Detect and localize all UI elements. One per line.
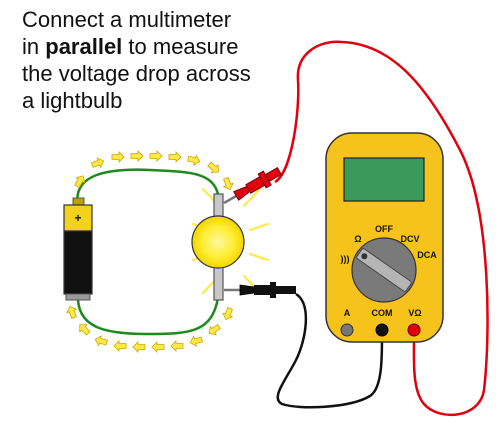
- current-arrow-icon: [208, 323, 221, 336]
- circuit-wire-top: [76, 168, 220, 207]
- caption-line-1: Connect a multimeter: [22, 7, 232, 32]
- battery-terminal-bottom: [65, 293, 91, 301]
- current-arrows-top: [74, 150, 234, 191]
- current-arrow-icon: [94, 335, 108, 347]
- current-arrow-icon: [189, 335, 203, 347]
- jack-label-v-ohm: VΩ: [408, 308, 421, 318]
- current-arrow-icon: [187, 154, 201, 166]
- current-arrow-icon: [90, 157, 105, 169]
- red-test-lead: [274, 40, 489, 417]
- black-probe: [224, 282, 296, 298]
- multimeter-display: [343, 157, 425, 202]
- current-arrow-icon: [130, 150, 144, 162]
- battery-body: [63, 230, 93, 295]
- jack-label-a: A: [344, 308, 351, 318]
- current-arrow-icon: [113, 340, 127, 352]
- circuit-wire-bottom: [76, 297, 220, 336]
- lightbulb: [191, 193, 245, 301]
- current-arrow-icon: [207, 161, 220, 173]
- caption-line-4: a lightbulb: [22, 88, 123, 113]
- current-arrow-icon: [79, 324, 91, 336]
- current-arrow-icon: [132, 341, 146, 353]
- caption-line-3: the voltage drop across: [22, 61, 251, 86]
- red-probe: [223, 166, 282, 205]
- dial-label-dca: DCA: [417, 250, 437, 260]
- current-arrow-icon: [168, 151, 182, 163]
- current-arrow-icon: [149, 150, 163, 162]
- current-arrow-icon: [111, 151, 125, 163]
- current-arrow-icon: [170, 340, 184, 352]
- battery-plus-label: +: [74, 211, 81, 225]
- bulb-glass: [191, 215, 245, 269]
- dial-label-sound: ))): [341, 254, 350, 264]
- caption-line-2-end: to measure: [122, 34, 239, 59]
- caption-emphasis: parallel: [45, 34, 123, 59]
- current-arrow-icon: [66, 305, 78, 320]
- black-test-lead: [276, 292, 384, 409]
- current-arrow-icon: [222, 306, 234, 321]
- battery-cap: [63, 204, 93, 232]
- dial-label-off: OFF: [375, 224, 393, 234]
- dial-label-ohm: Ω: [354, 234, 361, 244]
- dial-label-dcv: DCV: [400, 234, 419, 244]
- battery: +: [63, 197, 93, 301]
- jack-a[interactable]: [340, 323, 354, 337]
- jack-label-com: COM: [372, 308, 393, 318]
- current-arrow-icon: [74, 175, 86, 188]
- current-arrow-icon: [222, 176, 234, 191]
- current-arrow-icon: [151, 341, 165, 353]
- caption-line-2-start: in: [22, 34, 46, 59]
- jack-v-ohm[interactable]: [407, 323, 421, 337]
- multimeter: OFF Ω DCV DCA ))) A COM VΩ: [325, 132, 444, 343]
- jack-com[interactable]: [375, 323, 389, 337]
- current-arrows-bottom: [66, 305, 234, 353]
- caption: Connect a multimeter in parallel to meas…: [22, 6, 322, 114]
- caption-line-2: in parallel to measure: [22, 33, 322, 60]
- rotary-selector-knob[interactable]: [351, 237, 417, 303]
